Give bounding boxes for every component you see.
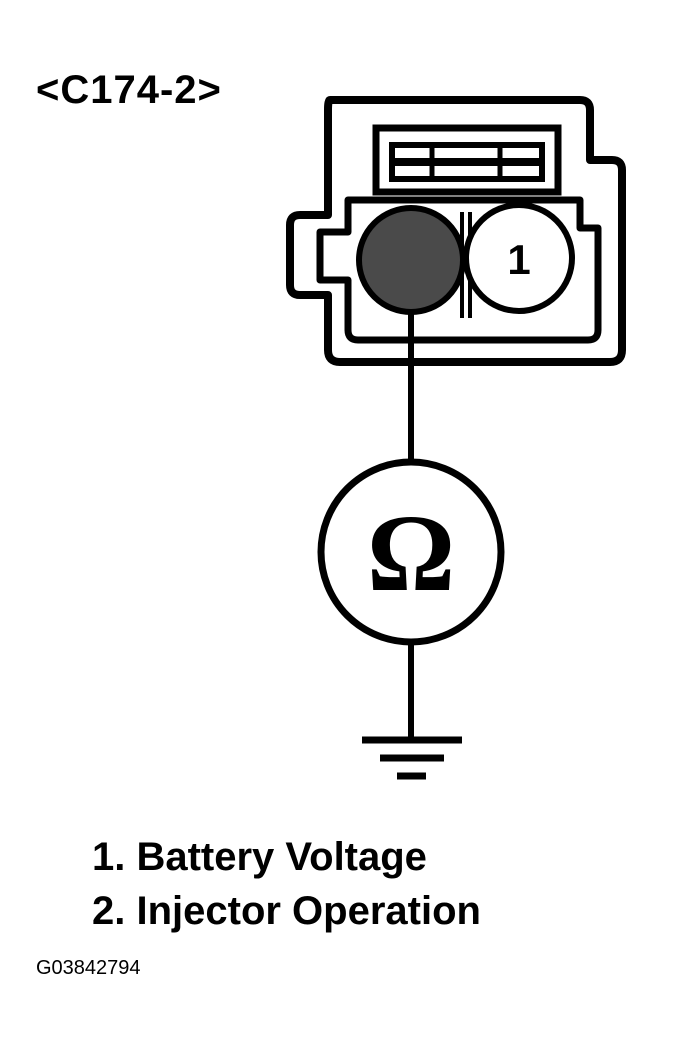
legend-item-injector-operation: 2. Injector Operation [92,889,481,933]
connector-label: <C174-2> [36,68,222,112]
pin-1-terminal [463,202,575,314]
ohm-symbol: Ω [367,492,455,614]
pin-1-label: 1 [507,236,530,283]
connector-housing-outer [286,96,626,366]
legend-item-battery-voltage: 1. Battery Voltage [92,835,427,879]
connector-housing-inner [316,196,602,344]
ground-symbol-icon [362,736,462,780]
pin-2-terminal [356,205,466,315]
connector-lock-tab [372,124,562,196]
legend: 1. Battery Voltage 2. Injector Operation [92,830,481,938]
figure-id: G03842794 [36,957,141,979]
